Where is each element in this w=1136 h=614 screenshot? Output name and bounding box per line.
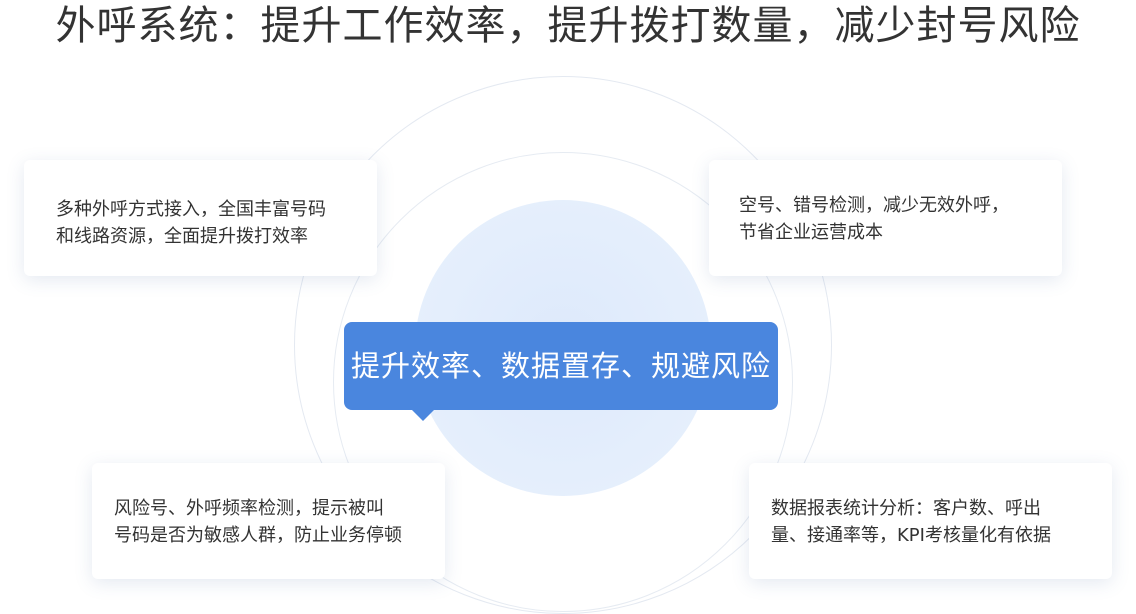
feature-card-top-left: 多种外呼方式接入，全国丰富号码 和线路资源，全面提升拨打效率: [24, 160, 377, 276]
page-title: 外呼系统：提升工作效率，提升拨打数量，减少封号风险: [55, 3, 1081, 49]
banner-pointer: [410, 408, 436, 421]
center-banner: 提升效率、数据置存、规避风险: [344, 322, 778, 410]
feature-text-line: 风险号、外呼频率检测，提示被叫: [114, 498, 384, 519]
feature-text-line: 号码是否为敏感人群，防止业务停顿: [114, 525, 402, 546]
feature-card-top-right: 空号、错号检测，减少无效外呼， 节省企业运营成本: [709, 160, 1062, 276]
feature-text-line: 节省企业运营成本: [739, 222, 883, 243]
inner-ring: [333, 152, 793, 612]
feature-text-line: 多种外呼方式接入，全国丰富号码: [56, 199, 326, 220]
feature-text-line: 和线路资源，全面提升拨打效率: [56, 226, 308, 247]
feature-text-line: 量、接通率等，KPI考核量化有依据: [771, 525, 1051, 546]
feature-text-line: 数据报表统计分析：客户数、呼出: [771, 498, 1041, 519]
feature-card-bottom-left: 风险号、外呼频率检测，提示被叫 号码是否为敏感人群，防止业务停顿: [92, 463, 445, 579]
feature-card-bottom-right: 数据报表统计分析：客户数、呼出 量、接通率等，KPI考核量化有依据: [749, 463, 1112, 579]
feature-text-line: 空号、错号检测，减少无效外呼，: [739, 195, 1009, 216]
